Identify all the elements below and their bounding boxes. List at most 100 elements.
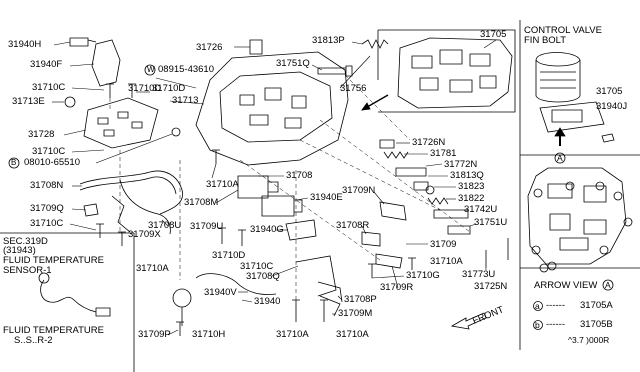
leader-08915 [155, 77, 197, 89]
leader-31940e [295, 197, 309, 201]
callout-a-3 [531, 245, 541, 255]
label-31709u: 31709U [190, 221, 224, 232]
bolt-31710g [368, 263, 376, 278]
legend-a-marker: a [535, 301, 540, 311]
label-31751u: 31751U [474, 217, 508, 228]
fin-bolt-top [535, 59, 581, 67]
dash-axis-2 [299, 139, 441, 211]
leader-31756 [339, 55, 371, 89]
upper-valve-body-detail [411, 49, 497, 93]
label-31940e: 31940E [310, 192, 343, 203]
leader-31708p [337, 295, 343, 301]
connector-31940h [69, 37, 97, 47]
sec-title-2: SENSOR-1 [3, 265, 52, 276]
leader-31708u [161, 219, 169, 227]
label-31708u: 31708U [148, 220, 182, 231]
separator-plate-holes [97, 111, 143, 137]
dash-axis-3 [239, 159, 381, 261]
valve-body-outline [195, 51, 349, 166]
label-31940v: 31940V [204, 287, 237, 298]
bolt-31710a-c [408, 257, 416, 270]
leader-31710a-b [211, 163, 217, 179]
leader-31709r [391, 265, 399, 289]
label-31728: 31728 [28, 129, 55, 140]
leader-31705-a [483, 39, 497, 49]
valve-31813q [413, 181, 429, 191]
label-31773u: 31773U [462, 269, 496, 280]
bolt-31710c-a [106, 83, 114, 98]
legend-a-dots: ------ [546, 300, 565, 311]
harness-31708u [119, 179, 171, 235]
upper-body-box [378, 29, 516, 113]
legend-b-circle [533, 320, 543, 330]
leader-31709n [373, 191, 385, 205]
sensor-1-wire [40, 279, 97, 313]
leader-31710c-a [71, 87, 105, 91]
inset-title-2: FIN BOLT [524, 35, 567, 46]
arrow-view-outline [527, 167, 627, 265]
label-31709q: 31709Q [30, 203, 64, 214]
solenoid-31708m [237, 175, 279, 199]
leader-31709q [71, 208, 87, 211]
harness-31709x [111, 195, 131, 233]
inset-plate-inner [551, 109, 583, 123]
spring-31822 [427, 197, 449, 205]
footer-code: ^3.7 )000R [568, 335, 610, 345]
label-31710a-a: 31710A [136, 263, 169, 274]
valve-31751q [317, 65, 353, 77]
legend-a-circle [533, 301, 543, 311]
label-31813q: 31813Q [450, 170, 484, 181]
label-31708m: 31708M [184, 197, 219, 208]
label-08915-43610: 08915-43610 [158, 64, 214, 75]
callout-a-1 [533, 188, 543, 198]
callout-b-4 [547, 261, 557, 271]
label-31781: 31781 [430, 148, 457, 159]
callout-a-2 [565, 181, 575, 191]
leader-31940 [241, 299, 253, 303]
sensor-1-connector [38, 272, 50, 284]
bracket-31709n [379, 201, 407, 221]
valve-31751u [447, 225, 471, 235]
label-31705-a: 31705 [480, 29, 507, 40]
label-31705-b: 31705 [596, 86, 623, 97]
label-31709: 31709 [430, 239, 457, 250]
valve-31726n [379, 139, 395, 149]
arrow-view-marker-circle [602, 279, 614, 291]
leader-31710c-b [71, 149, 105, 153]
leader-31751q [311, 64, 323, 71]
inset-title-1: CONTROL VALVE [524, 25, 602, 36]
inset-plate [539, 101, 605, 133]
bracket-31708r [361, 231, 381, 247]
label-31751q: 31751Q [276, 58, 310, 69]
label-31710g: 31710G [406, 270, 440, 281]
leader-31940f [69, 63, 95, 67]
bolt-31709u [218, 227, 226, 244]
sensor-31940 [172, 288, 192, 308]
label-31708r: 31708R [336, 220, 370, 231]
label-w-marker: W [147, 65, 155, 74]
leader-08010 [95, 133, 173, 164]
label-31940f: 31940F [30, 59, 63, 70]
leader-31709p [167, 329, 179, 336]
label-31713: 31713 [172, 95, 199, 106]
valve-body-detail [239, 87, 307, 129]
leader-31772n [425, 163, 443, 167]
inset-arrow-up-head [554, 127, 566, 137]
sensor-1-tip [95, 307, 111, 317]
bracket-31709r [375, 253, 403, 269]
bracket-31709q [83, 203, 99, 217]
separator-plate [83, 97, 159, 149]
bolt-31710d-a [128, 83, 136, 98]
label-31813p: 31813P [312, 35, 345, 46]
solenoid-31940e [261, 195, 303, 217]
bracket-31940f [91, 39, 121, 87]
label-31708q: 31708Q [246, 271, 280, 282]
label-31710a-c: 31710A [430, 256, 463, 267]
clamp-31709m [319, 295, 341, 317]
leader-31710g [371, 275, 405, 279]
leader-31710c-c [69, 223, 97, 231]
spring-31756 [361, 39, 389, 49]
label-31710a-e: 31710A [336, 329, 369, 340]
bolt-31710a-a [118, 231, 126, 246]
plug-31823 [425, 185, 435, 195]
